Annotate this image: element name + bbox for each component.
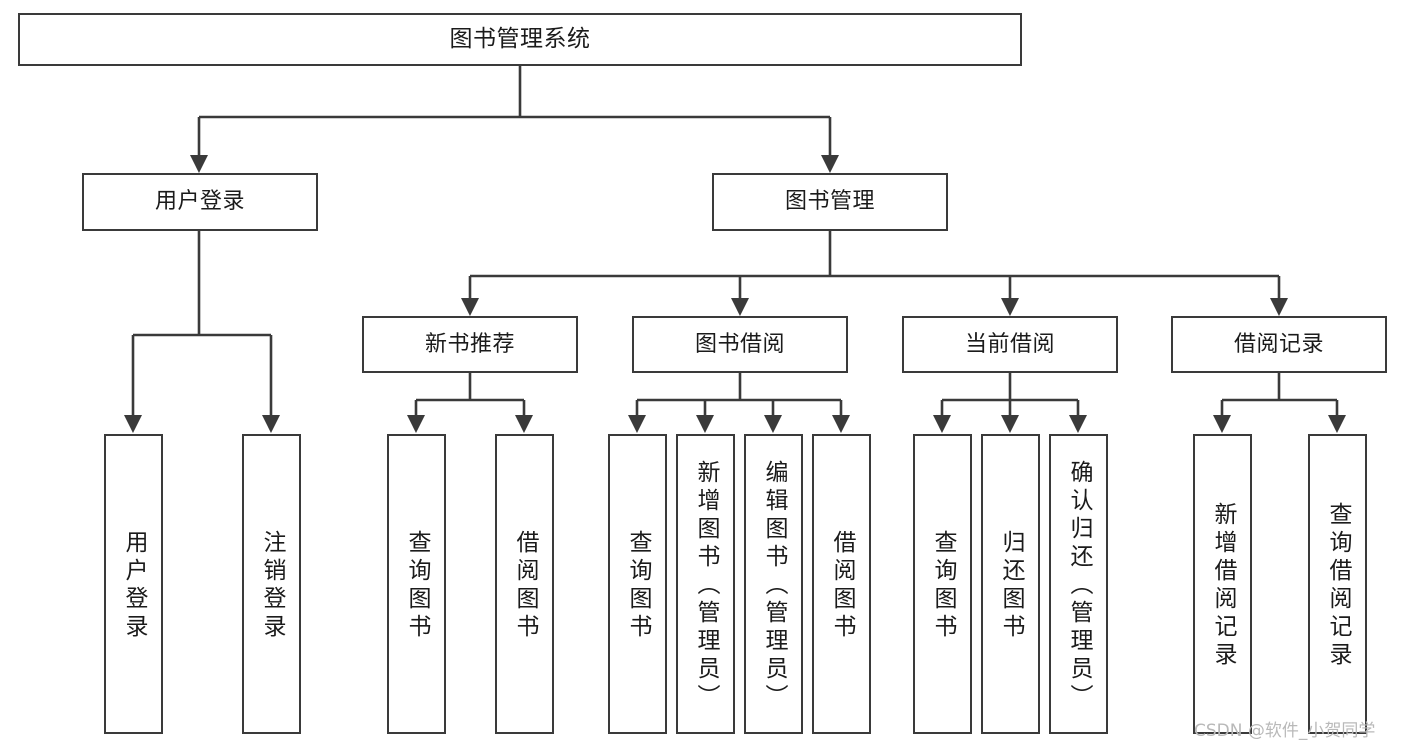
node-book-management[interactable]: 图书管理 (712, 173, 948, 231)
leaf-edit-book-admin[interactable]: 编辑图书（管理员） (744, 434, 803, 734)
node-label: 查询借阅记录 (1325, 502, 1351, 670)
node-user-login[interactable]: 用户登录 (82, 173, 318, 231)
node-label: 查询图书 (930, 530, 956, 642)
leaf-add-borrow-record[interactable]: 新增借阅记录 (1193, 434, 1252, 734)
leaf-query-book-current[interactable]: 查询图书 (913, 434, 972, 734)
leaf-borrow-book-recommendation[interactable]: 借阅图书 (495, 434, 554, 734)
leaf-query-book-borrow[interactable]: 查询图书 (608, 434, 667, 734)
node-label: 用户登录 (121, 530, 147, 642)
leaf-logout[interactable]: 注销登录 (242, 434, 301, 734)
node-label: 借阅图书 (512, 530, 538, 642)
node-label: 新书推荐 (424, 331, 515, 357)
leaf-query-borrow-record[interactable]: 查询借阅记录 (1308, 434, 1367, 734)
node-label: 借阅图书 (829, 530, 855, 642)
node-label: 编辑图书（管理员） (761, 460, 787, 712)
leaf-add-book-admin[interactable]: 新增图书（管理员） (676, 434, 735, 734)
leaf-query-book-recommendation[interactable]: 查询图书 (387, 434, 446, 734)
node-label: 注销登录 (259, 530, 285, 642)
node-label: 用户登录 (154, 189, 245, 215)
node-label: 图书管理 (784, 189, 875, 215)
watermark: CSDN @软件_小贺同学 (1194, 721, 1376, 741)
leaf-return-book[interactable]: 归还图书 (981, 434, 1040, 734)
node-borrow-record[interactable]: 借阅记录 (1171, 316, 1387, 373)
node-new-book-recommendation[interactable]: 新书推荐 (362, 316, 578, 373)
node-book-borrow[interactable]: 图书借阅 (632, 316, 848, 373)
node-label: 新增借阅记录 (1210, 502, 1236, 670)
node-root-book-management-system[interactable]: 图书管理系统 (18, 13, 1022, 66)
node-label: 新增图书（管理员） (693, 460, 719, 712)
node-label: 查询图书 (404, 530, 430, 642)
leaf-confirm-return-admin[interactable]: 确认归还（管理员） (1049, 434, 1108, 734)
node-label: 图书借阅 (694, 331, 785, 357)
node-label: 当前借阅 (964, 331, 1055, 357)
node-label: 借阅记录 (1233, 331, 1324, 357)
node-label: 图书管理系统 (449, 25, 591, 52)
leaf-borrow-book[interactable]: 借阅图书 (812, 434, 871, 734)
node-label: 归还图书 (998, 530, 1024, 642)
leaf-user-login[interactable]: 用户登录 (104, 434, 163, 734)
node-label: 查询图书 (625, 530, 651, 642)
node-label: 确认归还（管理员） (1066, 460, 1092, 712)
node-current-borrow[interactable]: 当前借阅 (902, 316, 1118, 373)
